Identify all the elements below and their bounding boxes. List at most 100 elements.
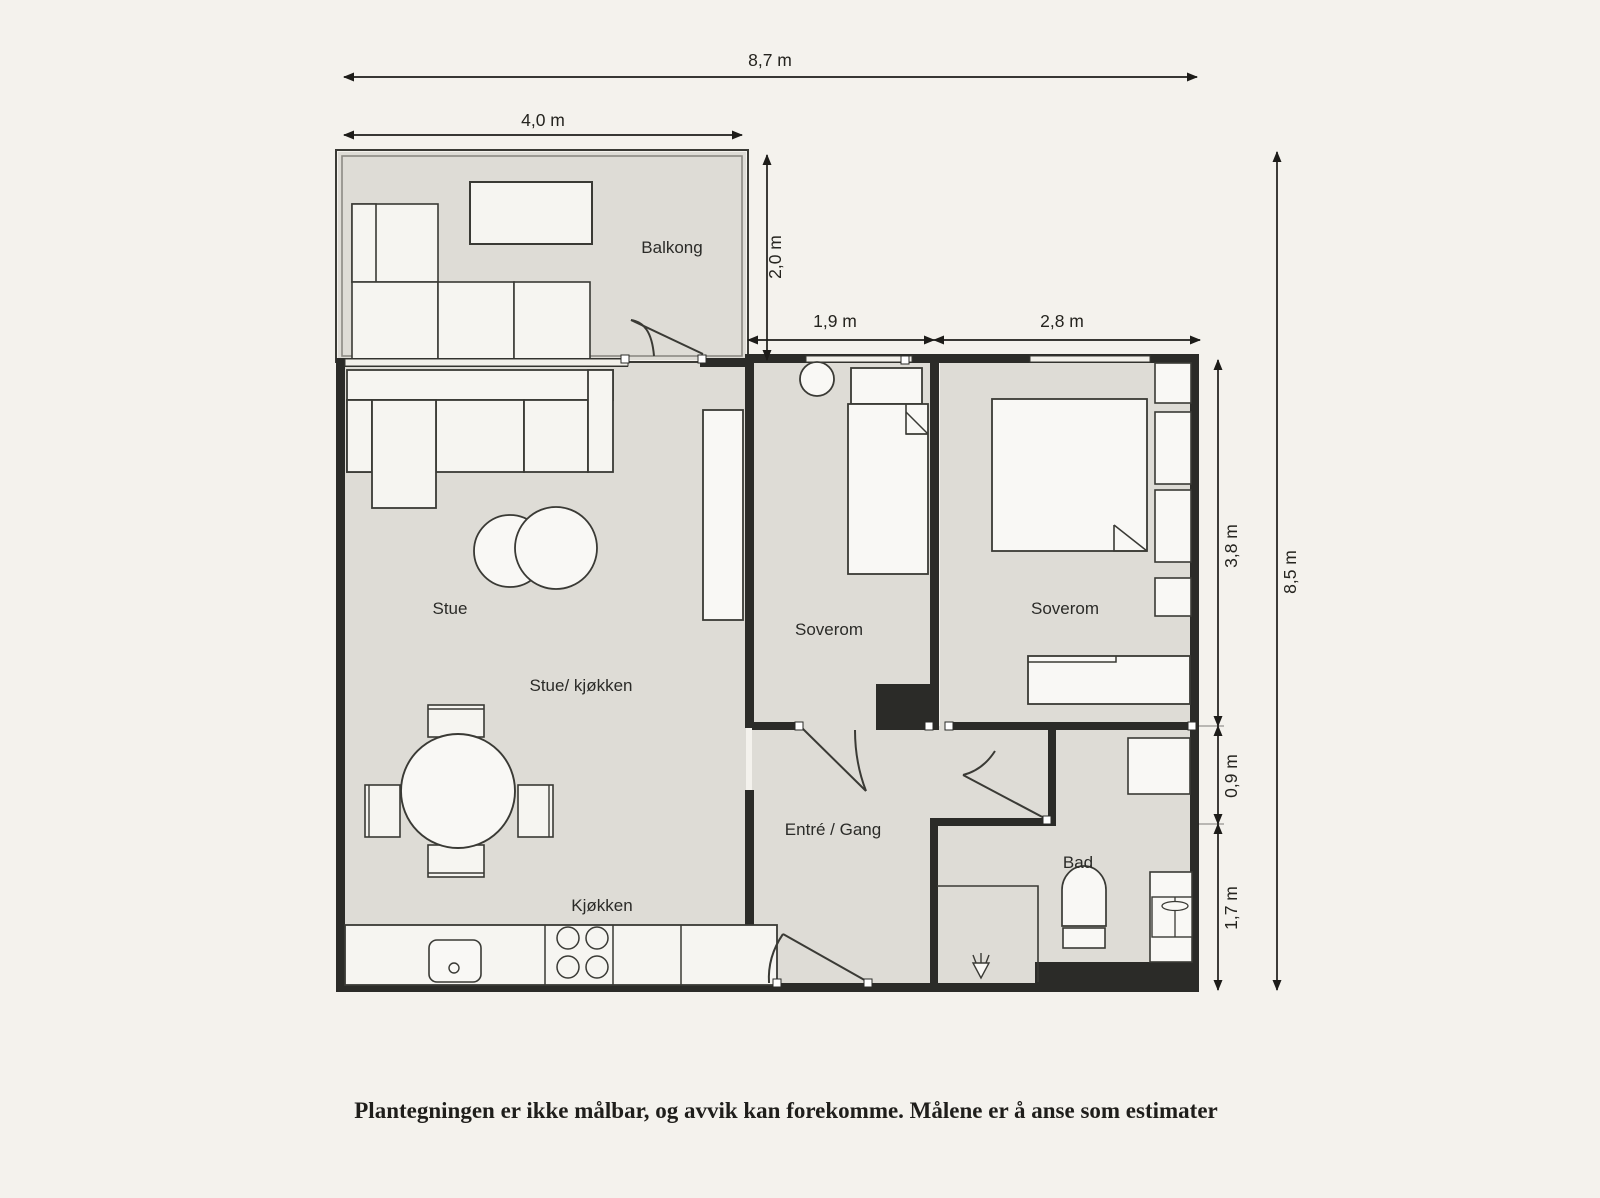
wall-living-top-b: [700, 358, 754, 367]
wall-left: [336, 358, 345, 992]
sofa-seat-2: [435, 399, 525, 473]
jamb-balcony-b: [620, 354, 630, 364]
wardrobe-unit-2: [1154, 411, 1192, 485]
bedroom2-furniture: [991, 362, 1192, 705]
dim-label-balcony-depth: 2,0 m: [765, 235, 785, 279]
wall-bath-top: [930, 818, 1056, 826]
wall-living-bed1: [745, 358, 754, 728]
dim-label-3-8: 3,8 m: [1221, 524, 1241, 568]
wall-bed2-bath: [948, 722, 1198, 730]
door-leaf-bath: [937, 885, 1039, 982]
dim-label-2-8: 2,8 m: [1040, 311, 1084, 331]
jamb-balcony-a: [697, 354, 707, 364]
room-label-stue-kjokken: Stue/ kjøkken: [530, 676, 633, 695]
dim-label-balcony-width: 4,0 m: [521, 110, 565, 130]
doors: [767, 725, 1049, 984]
jamb-bed2-a: [944, 721, 954, 731]
coffee-table-large: [514, 506, 598, 590]
wall-bed1-hall-a: [752, 722, 800, 730]
dim-label-overall-height: 8,5 m: [1280, 550, 1300, 594]
door-leaf-entrance: [782, 933, 869, 983]
door-leaf-bedroom1: [799, 725, 867, 792]
room-label-balkong: Balkong: [641, 238, 702, 257]
dim-label-1-7: 1,7 m: [1221, 886, 1241, 930]
balcony-group: [335, 149, 749, 363]
room-label-soverom-1: Soverom: [795, 620, 863, 639]
floor-drain-icon: [971, 962, 991, 980]
living-room-furniture: [344, 369, 778, 986]
door-arc-bedroom2: [962, 750, 996, 776]
dining-table: [400, 733, 516, 849]
wall-bath-left-upper: [1048, 726, 1056, 818]
washbasin-tap: [1161, 900, 1189, 912]
dim-label-0-9: 0,9 m: [1221, 754, 1241, 798]
balcony-table: [469, 181, 593, 245]
wall-bath-left: [930, 818, 938, 992]
dining-chair-bottom: [427, 844, 485, 878]
round-stool: [799, 361, 835, 397]
dimension-ticks: [1198, 725, 1224, 825]
sink-drain: [448, 962, 460, 974]
jamb-bed2-b: [1187, 721, 1197, 731]
sofa-seat-3: [523, 399, 589, 473]
stove-burner-1: [556, 926, 580, 950]
wall-right: [1190, 354, 1199, 992]
room-label-entre-gang: Entré / Gang: [785, 820, 881, 839]
toilet-bowl: [1061, 865, 1107, 927]
jamb-entrance: [772, 978, 782, 988]
dimension-lines: [343, 72, 1282, 991]
door-leaf-bedroom2: [962, 774, 1049, 821]
wall-top-bedrooms: [745, 354, 1198, 363]
jamb-win1: [900, 355, 910, 365]
disclaimer-caption: Plantegningen er ikke målbar, og avvik k…: [354, 1098, 1218, 1123]
dining-set: [364, 704, 554, 878]
door-arc-bedroom1: [854, 729, 867, 792]
dining-chair-left: [364, 784, 401, 838]
stove-burner-4: [585, 955, 609, 979]
room-label-soverom-2: Soverom: [1031, 599, 1099, 618]
dim-label-overall-width: 8,7 m: [748, 50, 792, 70]
sofa-back: [346, 369, 614, 401]
sofa-arm-right: [587, 369, 614, 473]
balcony-chair-arm: [351, 203, 377, 283]
window-bedroom2: [1029, 355, 1151, 363]
toilet-base: [1062, 927, 1106, 949]
bedroom2-dresser: [1027, 655, 1191, 705]
bath-cabinet: [1127, 737, 1191, 795]
bed-duvet-diag: [905, 411, 929, 435]
wall-bed1-hall-pillar: [876, 684, 931, 730]
door-arc-entrance: [767, 933, 784, 984]
kitchen-sink: [428, 939, 482, 983]
tall-cabinet: [702, 409, 744, 621]
wardrobe-unit-1: [1154, 362, 1192, 404]
balcony-sofa-seat-1: [351, 281, 439, 361]
wall-bottom-left: [336, 983, 778, 992]
wall-bath-threshold: [1035, 962, 1198, 988]
double-bed-fold-diag: [1113, 524, 1148, 552]
stove-burner-3: [556, 955, 580, 979]
sofa-arm-left: [346, 399, 373, 473]
room-label-bad: Bad: [1063, 853, 1093, 872]
wardrobe-unit-3: [1154, 489, 1192, 563]
balcony-sofa-seat-3: [513, 281, 591, 361]
jamb-bed1-b: [924, 721, 934, 731]
nightstand: [850, 367, 923, 405]
balcony-door-leaf: [630, 319, 704, 355]
door-jambs: [620, 354, 1197, 988]
bathroom-fixtures: [971, 737, 1193, 980]
stove-burner-2: [585, 926, 609, 950]
jamb-bed1-a: [794, 721, 804, 731]
wall-living-hall: [745, 790, 754, 992]
wall-bottom-right: [778, 983, 1198, 992]
sofa-chaise: [371, 399, 437, 509]
jamb-entrance-b: [863, 978, 873, 988]
room-label-kjokken: Kjøkken: [571, 896, 632, 915]
window-bedroom1: [805, 355, 913, 363]
wall-bed1-bed2: [930, 358, 939, 730]
balcony-sofa-seat-2: [437, 281, 515, 361]
window-living: [344, 358, 629, 367]
room-label-stue: Stue: [433, 599, 468, 618]
wardrobe-unit-4: [1154, 577, 1192, 617]
